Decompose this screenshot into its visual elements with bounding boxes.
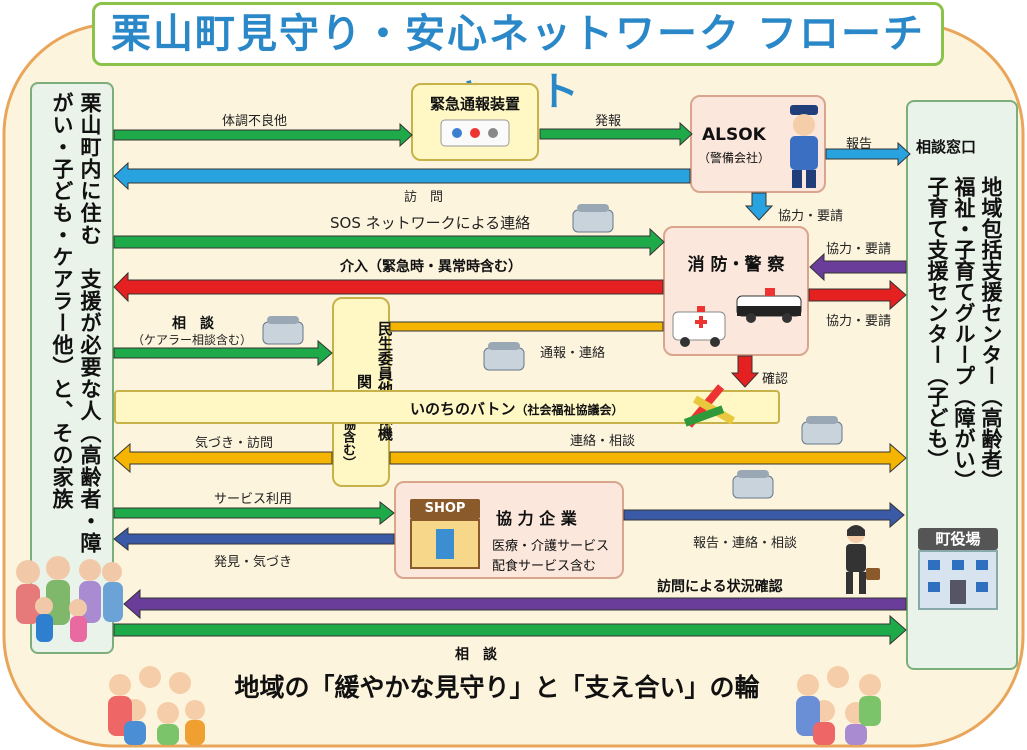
crowd-illustration-right — [796, 666, 881, 745]
label-hokoku-renraku: 報告・連絡・相談 — [693, 536, 798, 551]
inochi-baton-label: いのちのバトン（社会福祉協議会） — [410, 398, 623, 419]
arrow-homon — [113, 161, 691, 191]
arrow-sodan — [113, 339, 333, 367]
label-kyoryoku-3: 協力・要請 — [826, 314, 892, 329]
emergency-device-box: 緊急通報装置 — [411, 83, 539, 161]
label-hakken: 発見・気づき — [214, 555, 293, 570]
staff-person-icon — [846, 525, 880, 594]
left-panel — [30, 82, 114, 654]
label-sos: SOS ネットワークによる連絡 — [330, 214, 531, 232]
police-car-icon — [736, 288, 802, 323]
label-taicho: 体調不良他 — [222, 114, 288, 129]
arrow-hokoku-renraku — [623, 501, 905, 529]
label-kyoryoku-1: 協力・要請 — [778, 209, 844, 224]
phone-icon — [801, 416, 843, 445]
shop-sign: SHOP — [410, 499, 480, 519]
label-hatsuho: 発報 — [595, 114, 622, 129]
family-illustration — [16, 556, 123, 642]
inochi-baton-sub: （社会福祉協議会） — [515, 403, 624, 417]
phone-icon — [732, 470, 774, 499]
slogan: 地域の「緩やかな見守り」と「支え合い」の輪 — [234, 673, 760, 702]
arrow-hatsuho — [539, 121, 693, 147]
partner-company-box: SHOP 協 力 企 業 医療・介護サービス 配食サービス含む — [394, 481, 624, 579]
label-renraku: 連絡・相談 — [570, 434, 636, 449]
arrow-hakken — [113, 526, 395, 552]
phone-icon — [262, 316, 304, 345]
label-sodan-bottom: 相 談 — [455, 647, 497, 663]
label-tsuho: 通報・連絡 — [540, 346, 606, 361]
alsok-sub: （警備会社） — [698, 151, 771, 165]
security-guard-icon — [790, 105, 818, 188]
phone-icon — [483, 342, 525, 371]
alsok-name: ALSOK — [702, 125, 766, 145]
town-hall-building: 町役場 — [918, 528, 998, 614]
partner-line2: 配食サービス含む — [492, 559, 597, 574]
arrow-kainyu — [113, 271, 664, 303]
partner-title: 協 力 企 業 — [496, 509, 577, 528]
label-hokoku: 報告 — [846, 137, 873, 152]
inochi-baton-bar — [114, 390, 780, 424]
emergency-device-label: 緊急通報装置 — [429, 95, 520, 113]
town-hall-sign: 町役場 — [918, 528, 998, 550]
arrow-kyoryoku-purple — [809, 252, 907, 282]
alsok-box: ALSOK （警備会社） — [690, 95, 826, 193]
arrow-hokoku — [825, 141, 911, 167]
alarm-device-icon — [440, 119, 510, 147]
crowd-illustration-left — [108, 666, 205, 745]
arrow-kyoryoku-red — [808, 279, 907, 311]
label-sodan-sub: （ケアラー相談含む） — [132, 333, 253, 347]
baton-icon — [683, 384, 736, 428]
phone-icon — [572, 204, 614, 233]
inochi-baton-main: いのちのバトン — [410, 400, 516, 418]
label-kainyu: 介入（緊急時・異常時含む） — [340, 259, 522, 275]
label-kizuki: 気づき・訪問 — [195, 436, 274, 451]
shop-icon: SHOP — [410, 499, 480, 569]
ambulance-icon — [672, 306, 726, 347]
partner-line1: 医療・介護サービス — [492, 539, 610, 554]
label-kakunin: 確認 — [762, 372, 789, 387]
left-panel-text: 栗山町内に住む 支援が必要な人（高齢者・障がい・子ども・ケアラー他）と、その家族 — [50, 92, 102, 554]
label-sodan: 相 談 — [172, 316, 214, 332]
fire-police-box: 消 防・警 察 — [663, 226, 809, 356]
arrow-tsuho — [389, 321, 664, 332]
arrow-kakunin — [730, 355, 760, 388]
label-service: サービス利用 — [214, 492, 293, 507]
fire-police-label: 消 防・警 察 — [687, 255, 785, 275]
right-panel-text: 地域包括支援センター（高齢者）福祉・子育てグループ（障がい）子育て支援センター（… — [925, 176, 1003, 491]
consultation-desk-header: 相談窓口 — [916, 138, 977, 156]
label-homon-jokyo: 訪問による状況確認 — [657, 579, 783, 595]
arrow-sos — [113, 227, 665, 257]
arrow-service — [113, 500, 395, 526]
arrow-alsok-down — [744, 192, 774, 221]
arrow-taicho — [113, 122, 413, 148]
arrow-renraku — [389, 442, 907, 474]
arrow-homon-jokyo — [123, 588, 907, 620]
arrow-sodan-bottom — [113, 614, 907, 646]
arrow-kizuki — [113, 442, 333, 474]
label-kyoryoku-2: 協力・要請 — [826, 242, 892, 257]
label-homon: 訪 問 — [404, 190, 444, 205]
